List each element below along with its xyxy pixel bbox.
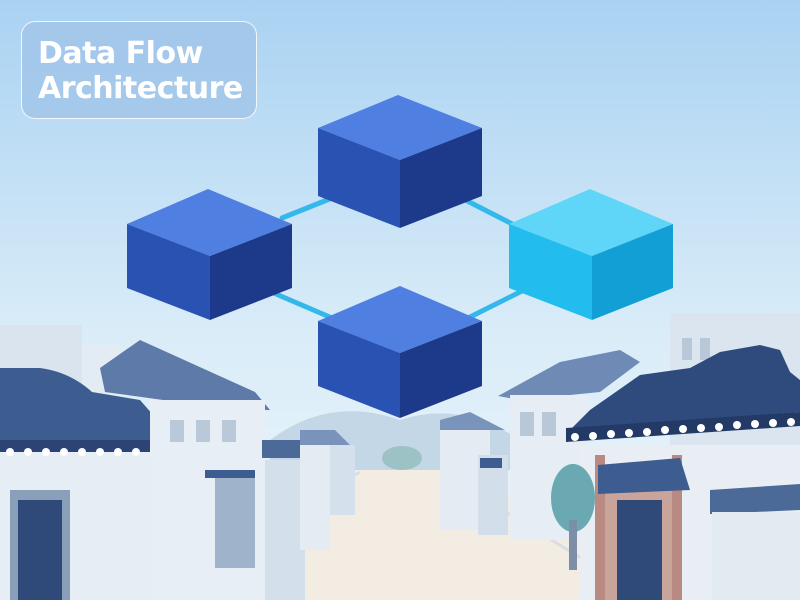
title-line-1: Data Flow bbox=[38, 36, 203, 71]
title-line-2: Architecture bbox=[38, 71, 243, 106]
node-right-cube bbox=[509, 189, 673, 320]
buildings-right bbox=[440, 313, 800, 600]
node-top-cube bbox=[318, 95, 482, 228]
buildings-left bbox=[0, 325, 355, 600]
distant-trees bbox=[382, 446, 422, 470]
node-bottom-cube bbox=[318, 286, 482, 418]
node-left-cube bbox=[127, 189, 292, 320]
title-card: Data Flow Architecture bbox=[21, 21, 257, 119]
